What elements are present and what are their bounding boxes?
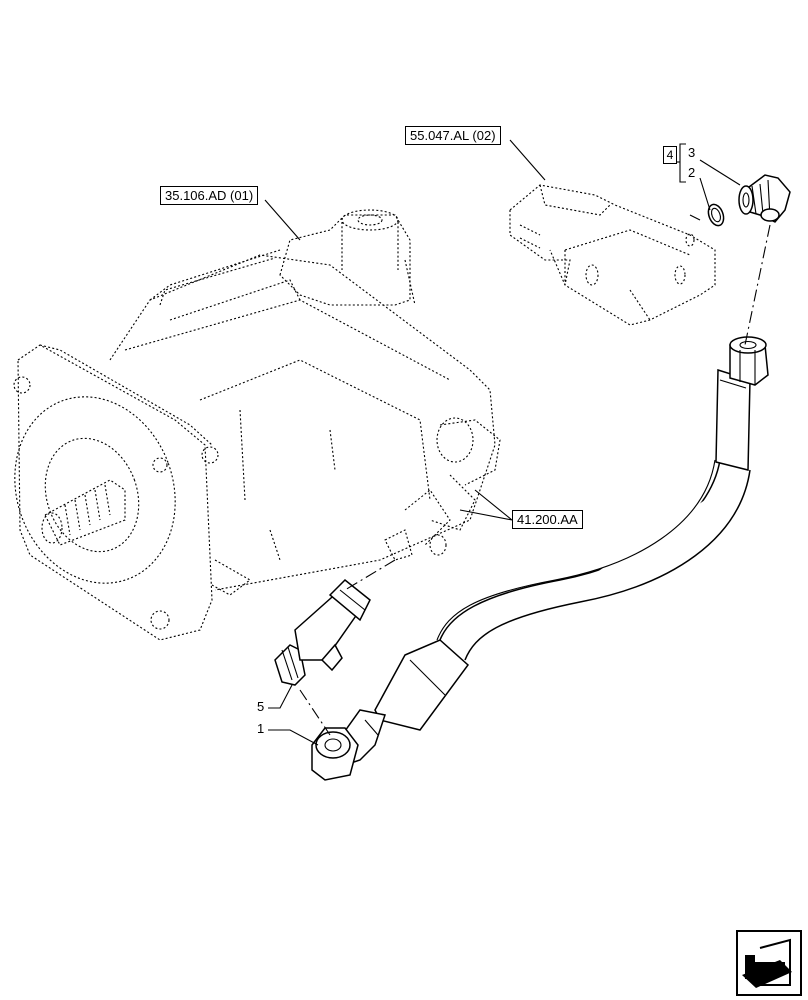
item-number-adapter[interactable]: 5 (257, 699, 265, 714)
control-valve-phantom (509, 184, 716, 326)
alignment-center-lines (299, 214, 771, 736)
item-number-hose[interactable]: 1 (257, 721, 265, 736)
reference-label-circuit[interactable]: 41.200.AA (512, 510, 583, 529)
item-number-oring[interactable]: 2 (688, 165, 696, 180)
o-ring-item-2 (707, 203, 725, 227)
reference-label-pump[interactable]: 35.106.AD (01) (160, 186, 259, 205)
hydraulic-pump-phantom (13, 209, 501, 641)
hose-assembly-item-1 (311, 336, 769, 781)
item-number-kit[interactable]: 4 (663, 146, 677, 164)
elbow-fitting-item-3 (738, 174, 791, 223)
reference-label-valve[interactable]: 55.047.AL (02) (405, 126, 501, 145)
next-page-arrow-icon[interactable] (736, 930, 802, 996)
adapter-item-5 (274, 578, 371, 686)
item-number-elbow[interactable]: 3 (688, 145, 696, 160)
